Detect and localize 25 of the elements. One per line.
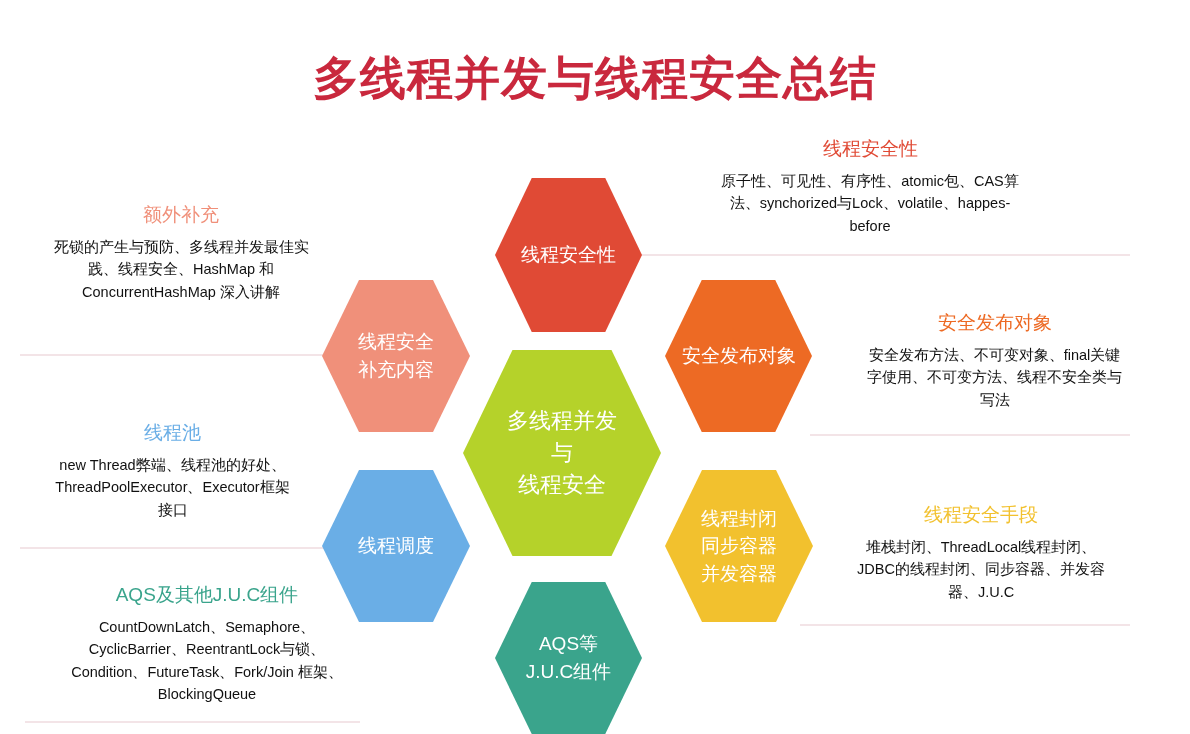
section-description: new Thread弊端、线程池的好处、ThreadPoolExecutor、Executor框架接口 [54, 456, 291, 520]
section-heading: 线程安全手段 [924, 503, 1038, 527]
section-heading: 线程安全性 [822, 137, 918, 161]
section-description: 原子性、可见性、有序性、atomic包、CAS算法、synchorized与Lock、volatile、happes-before [720, 172, 1020, 236]
hexagon-label: J.U.C组件 [525, 660, 612, 684]
section-description: 死锁的产生与预防、多线程并发最佳实践、线程安全、HashMap 和 ConcurrentHashMap 深入讲解 [52, 238, 310, 302]
diagram-title: 多线程并发与线程安全总结 [312, 51, 878, 106]
hexagon-label: AQS等 [538, 632, 599, 657]
hexagon-label: 线程调度 [358, 534, 434, 559]
section-heading: 安全发布对象 [937, 311, 1052, 335]
hexagon-label: 与 [551, 439, 573, 468]
section-description: 安全发布方法、不可变对象、final关键字使用、不可变方法、线程不安全类与写法 [866, 346, 1123, 410]
section-description: CountDownLatch、Semaphore、CyclicBarrier、ReentrantLock与锁、Condition、FutureTask、Fork/Join 框架、BlockingQueue [70, 618, 344, 705]
hexagon-label: 线程封闭 [701, 506, 777, 531]
section-heading: 额外补充 [143, 203, 219, 227]
hexagon-label: 并发容器 [701, 561, 777, 586]
section-heading: AQS及其他J.U.C组件 [115, 583, 299, 607]
section-heading: 线程池 [144, 421, 201, 445]
hexagon-label: 线程安全补充内容 [357, 330, 435, 382]
hexagon-label: 线程安全 [518, 470, 606, 499]
section-description: 堆栈封闭、ThreadLocal线程封闭、JDBC的线程封闭、同步容器、并发容器、J.U.C [856, 538, 1106, 602]
hexagon-label: 安全发布对象 [681, 344, 796, 369]
hexagon-label: 多线程并发 [507, 407, 617, 436]
hexagon-label: 同步容器 [701, 534, 777, 559]
hexagon-label: 线程安全性 [521, 243, 616, 268]
